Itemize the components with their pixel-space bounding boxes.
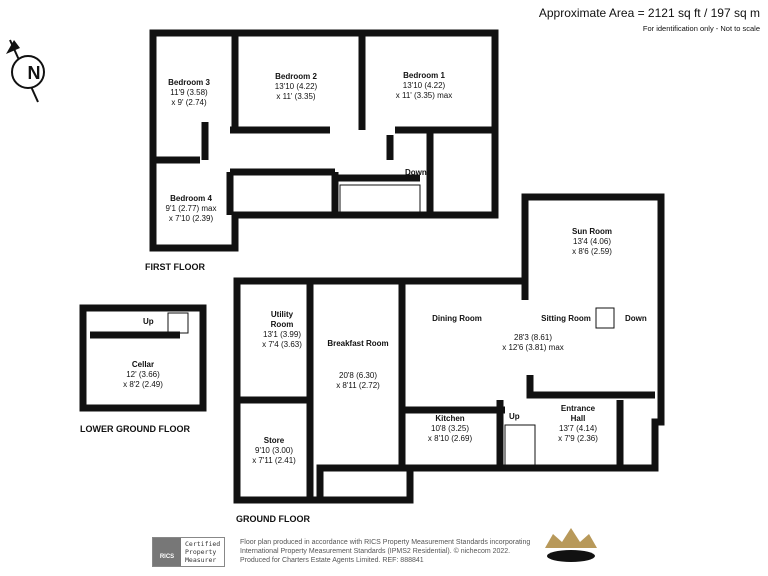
room-dim: 20'8 (6.30) xyxy=(339,371,377,380)
room-dining: Dining Room xyxy=(432,314,482,324)
rics-logo: RICS xyxy=(153,538,181,566)
room-dim: 11'9 (3.58) xyxy=(170,88,208,97)
room-dim: x 11' (3.35) max xyxy=(395,91,453,100)
room-name: Bedroom 3 xyxy=(168,78,210,87)
room-name: Store xyxy=(263,436,285,445)
scale-note: For identification only - Not to scale xyxy=(642,24,760,33)
room-dim: 12' (3.66) xyxy=(126,370,160,379)
room-name: Bedroom 2 xyxy=(275,72,317,81)
room-dim: 13'10 (4.22) xyxy=(274,82,318,91)
room-dim: 13'10 (4.22) xyxy=(402,81,446,90)
room-name: Cellar xyxy=(131,360,155,369)
room-breakfast-dims: 20'8 (6.30)x 8'11 (2.72) xyxy=(336,371,380,391)
room-name: Bedroom 1 xyxy=(403,71,445,80)
crown-logo xyxy=(545,528,597,562)
room-dim: x 7'4 (3.63) xyxy=(262,340,302,349)
room-name: Sitting Room xyxy=(541,314,591,323)
room-dim: 13'7 (4.14) xyxy=(559,424,597,433)
ground-floor-walls xyxy=(233,193,665,504)
stairs-up-label: Up xyxy=(509,412,520,421)
stairs-up-label: Up xyxy=(143,317,154,326)
room-dim: x 7'11 (2.41) xyxy=(252,456,296,465)
room-dim: 9'1 (2.77) max xyxy=(165,204,217,213)
room-dim: x 7'10 (2.39) xyxy=(168,214,214,223)
room-dim: x 9' (2.74) xyxy=(171,98,207,107)
room-dim: x 8'11 (2.72) xyxy=(336,381,380,390)
cert-line: Property xyxy=(185,548,217,556)
room-sitting: Sitting Room xyxy=(541,314,591,324)
rics-badge: RICS Certified Property Measurer xyxy=(152,537,226,567)
room-breakfast: Breakfast Room xyxy=(327,339,388,349)
first-floor-walls xyxy=(149,29,499,252)
first-floor-label: FIRST FLOOR xyxy=(145,262,205,272)
cert-line: Measurer xyxy=(185,556,217,564)
compass-icon xyxy=(6,39,45,103)
room-dim: x 8'2 (2.49) xyxy=(123,380,163,389)
room-name: Entrance xyxy=(560,404,596,413)
compass-north-label: N xyxy=(27,63,41,83)
footer-line: Floor plan produced in accordance with R… xyxy=(240,539,531,546)
room-dim: x 8'6 (2.59) xyxy=(572,247,612,256)
room-dim: x 12'6 (3.81) max xyxy=(502,343,564,352)
room-dim: 28'3 (8.61) xyxy=(514,333,552,342)
room-name: Hall xyxy=(570,414,586,423)
room-name: Utility xyxy=(270,310,294,319)
footer-line: International Property Measurement Stand… xyxy=(240,548,511,555)
room-dim: x 7'9 (2.36) xyxy=(558,434,598,443)
stairs-drawing xyxy=(167,184,615,466)
room-name: Kitchen xyxy=(435,414,465,423)
footer-line: Produced for Charters Estate Agents Limi… xyxy=(240,557,424,564)
lower-ground-floor-label: LOWER GROUND FLOOR xyxy=(80,424,190,434)
ground-floor-label: GROUND FLOOR xyxy=(236,514,310,524)
room-dim: 9'10 (3.00) xyxy=(255,446,293,455)
room-dim: x 8'10 (2.69) xyxy=(427,434,473,443)
room-dim: 13'1 (3.99) xyxy=(263,330,301,339)
lower-ground-walls xyxy=(79,304,207,412)
stairs-down-label: Down xyxy=(405,168,427,177)
footer-notes: Floor plan produced in accordance with R… xyxy=(240,538,530,565)
stairs-down-label: Down xyxy=(625,314,647,323)
cert-line: Certified xyxy=(185,540,221,548)
room-dim: x 11' (3.35) xyxy=(276,92,316,101)
room-name: Dining Room xyxy=(432,314,482,323)
room-name: Room xyxy=(270,320,294,329)
certified-measurer: Certified Property Measurer xyxy=(181,538,224,566)
approximate-area: Approximate Area = 2121 sq ft / 197 sq m xyxy=(538,6,760,20)
room-sitting-dims: 28'3 (8.61)x 12'6 (3.81) max xyxy=(502,333,564,353)
room-name: Breakfast Room xyxy=(327,339,389,348)
room-name: Sun Room xyxy=(572,227,612,236)
room-dim: 13'4 (4.06) xyxy=(573,237,611,246)
room-name: Bedroom 4 xyxy=(170,194,212,203)
room-dim: 10'8 (3.25) xyxy=(431,424,469,433)
